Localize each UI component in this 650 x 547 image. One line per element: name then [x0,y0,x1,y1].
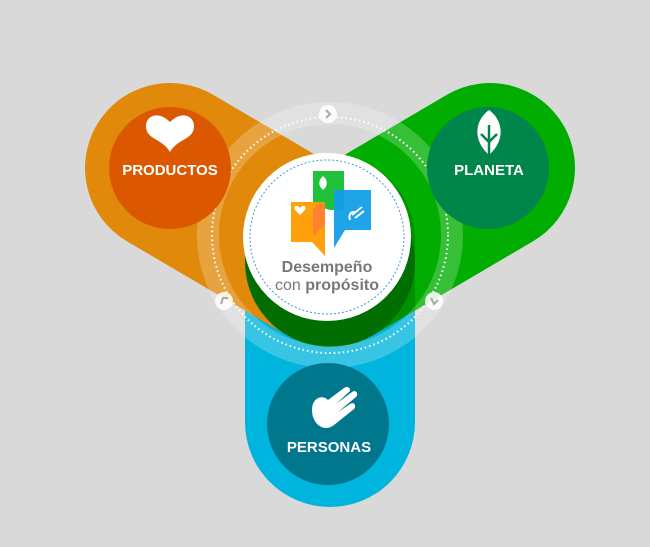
center-title-line1: Desempeño [281,259,373,276]
pillar-label-planeta: PLANETA [454,162,524,179]
productos-circle [109,107,231,229]
heart-icon [146,115,194,152]
cycle-arrow-right [425,292,443,310]
hand-icon [312,386,358,429]
dotted-cycle-ring [211,116,449,354]
cycle-arrow-left [215,292,233,310]
logo-speech-bubbles [291,171,371,256]
planeta-circle [427,107,549,229]
center-title-light: con [274,277,301,294]
cycle-arrow-top [319,105,337,123]
pillar-label-personas: PERSONAS [286,439,372,456]
center-title-bold: propósito [305,277,379,294]
center-title-line2: con propósito [247,277,407,295]
center-dashed-ring [249,159,405,315]
pillar-label-productos: PRODUCTOS [122,162,218,179]
leaf-icon [477,110,501,158]
